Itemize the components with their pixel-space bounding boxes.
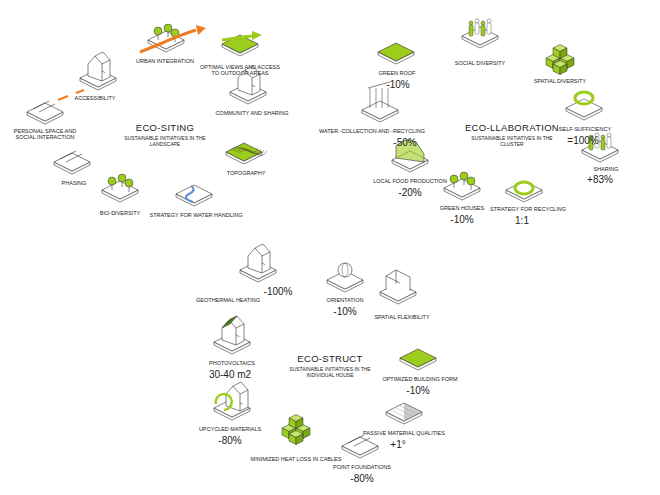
icon-label: ORIENTATION	[327, 297, 364, 303]
icon-label: SHARING	[593, 166, 618, 172]
icon-recycle	[506, 181, 542, 202]
cluster-heading: ECO-SITING	[136, 123, 194, 134]
value-figure: -10%	[450, 214, 473, 226]
icon-label: UPCYCLED MATERIALS	[199, 426, 261, 432]
icon-label: COMMUNITY AND SHARING	[215, 110, 288, 116]
value-figure: -10%	[333, 306, 356, 318]
icon-label: LOCAL FOOD PRODUCTION	[373, 178, 447, 184]
icon-slab	[27, 101, 63, 124]
icon-slab	[54, 151, 90, 174]
icon-label: PERSONAL SPACE AND SOCIAL INTERACTION	[5, 128, 85, 141]
icon-green	[378, 43, 414, 64]
value-figure: -20%	[398, 187, 421, 199]
icon-label: OPTIMIZED BUILDING FORM	[382, 376, 457, 382]
value-figure: -80%	[350, 473, 373, 485]
green-arrow	[222, 36, 252, 40]
value-figure: -50%	[393, 137, 416, 149]
icon-cubes	[546, 45, 574, 75]
icon-label: BIO-DIVERSITY	[100, 210, 140, 216]
icon-people	[462, 19, 498, 48]
icon-label: SOCIAL DIVERSITY	[455, 60, 506, 66]
icon-slab	[342, 435, 378, 458]
icon-label: GEOTHERMAL HEATING	[196, 297, 260, 303]
icon-trees	[444, 172, 480, 200]
icon-water	[176, 185, 212, 206]
icon-globe	[327, 263, 363, 292]
orange-arrow	[140, 30, 196, 52]
icon-pv	[214, 316, 250, 354]
icon-boxes	[380, 270, 416, 304]
icon-label: POINT FOUNDATIONS	[333, 464, 391, 470]
cluster-subtitle: SUSTAINABLE INITIATIVES IN THE INDIVIDUA…	[283, 367, 378, 379]
icon-green	[400, 349, 436, 370]
icon-label: MINIMIZED HEAT LOSS IN CABLES	[251, 456, 342, 462]
cluster-subtitle: SUSTAINABLE INITIATIVES IN THE CLUSTER	[467, 136, 557, 148]
icon-label: WATER -COLLECTION AND -RECYCLING	[319, 128, 425, 134]
icon-label: PHOTOVOLTAICS	[209, 360, 255, 366]
value-figure: +83%	[587, 174, 613, 186]
icon-label: SPATIAL FLEXIBILITY	[374, 314, 429, 320]
icon-label: GREEN ROOF	[379, 70, 416, 76]
icon-grid	[386, 403, 422, 424]
value-figure: -10%	[386, 79, 409, 91]
icon-label: STRATEGY FOR RECYCLING	[490, 206, 566, 212]
icon-label: SPATIAL DIVERSITY	[534, 78, 586, 84]
icon-arrowhouse	[214, 382, 250, 420]
arrow-head	[196, 25, 206, 35]
value-figure: 30-40 m2	[209, 369, 251, 381]
icon-label: GREEN HOUSES	[440, 205, 484, 211]
icon-label: ACCESSIBILITY	[75, 95, 116, 101]
cluster-heading: ECO-STRUCT	[297, 354, 362, 365]
value-figure: 1:1	[515, 215, 529, 227]
arrow-head	[252, 31, 262, 40]
icon-label: TOPOGRAPHY	[227, 170, 266, 176]
value-figure: +1°	[390, 439, 405, 451]
cluster-heading: ECO-LLABORATION	[465, 123, 559, 134]
icon-cubes	[282, 415, 310, 445]
icon-label: PHASING	[62, 180, 87, 186]
icon-label: PASSIVE MATERIAL QUALITIES	[363, 430, 445, 436]
icon-label: OPTIMAL VIEWS AND ACCESS TO OUTDOOR AREA…	[200, 64, 280, 77]
value-figure: -100%	[264, 286, 293, 298]
icon-label: URBAN INTEGRATION	[136, 58, 194, 64]
value-figure: =100%	[567, 135, 598, 147]
icon-label: SELF-SUFFICIENCY	[559, 126, 611, 132]
icon-ring	[566, 92, 602, 120]
icon-trees	[102, 174, 138, 202]
cluster-subtitle: SUSTAINABLE INITIATIVES IN THE LANDSCAPE	[120, 136, 210, 148]
icon-topo	[226, 143, 267, 164]
value-figure: -80%	[218, 435, 241, 447]
icon-house	[80, 52, 116, 90]
icon-label: STRATEGY FOR WATER HANDLING	[150, 212, 243, 218]
icon-house	[240, 244, 276, 282]
value-figure: -10%	[406, 385, 429, 397]
